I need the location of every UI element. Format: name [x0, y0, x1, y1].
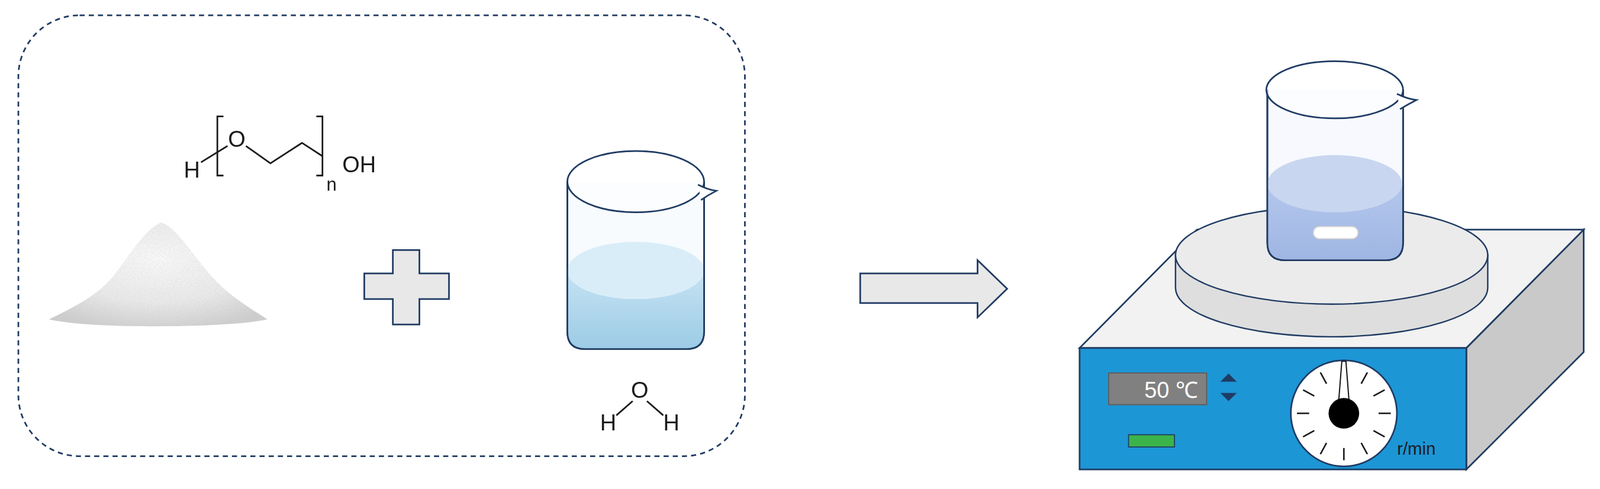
dial-needle	[1338, 361, 1350, 401]
powder-pile	[49, 222, 268, 327]
atom-label: O	[631, 379, 649, 402]
atom-label: H	[663, 411, 680, 435]
tick	[1302, 430, 1315, 437]
tick	[1296, 412, 1310, 415]
tick	[1361, 442, 1368, 455]
tick	[1361, 372, 1368, 384]
tick	[1378, 412, 1392, 415]
atom-label: O	[227, 128, 246, 151]
solution-surface	[1267, 155, 1403, 213]
down-button	[1220, 393, 1238, 402]
water-surface	[567, 242, 704, 300]
atom-label: H	[600, 411, 617, 435]
group-frame	[18, 15, 745, 457]
beaker-rim	[1266, 60, 1403, 119]
tick	[1373, 390, 1385, 397]
speed-dial	[1291, 360, 1397, 467]
bracket	[316, 116, 323, 176]
bond	[646, 400, 664, 415]
tick	[1302, 390, 1315, 397]
atom-label: n	[326, 175, 337, 195]
process-arrow	[860, 260, 1007, 318]
tick	[1320, 442, 1327, 455]
beaker-rim	[567, 150, 704, 212]
display-box: 50 ℃	[1108, 372, 1207, 405]
bond	[245, 142, 323, 163]
beaker-spout	[697, 184, 717, 201]
plus-sign	[364, 249, 449, 325]
power-indicator	[1128, 434, 1175, 447]
stir-bar	[1313, 226, 1359, 240]
water-structure	[616, 400, 663, 415]
hotplate-front	[1079, 348, 1467, 470]
water-beaker	[567, 150, 717, 349]
up-button	[1220, 373, 1238, 382]
unit-label: r/min	[1396, 440, 1436, 458]
tick	[1320, 372, 1327, 384]
stirred-beaker	[1266, 60, 1416, 260]
bond	[616, 400, 633, 415]
atom-label: H	[183, 159, 200, 182]
bond	[201, 146, 228, 163]
bracket	[217, 116, 224, 176]
display-value: 50 ℃	[1144, 373, 1199, 405]
peg-structure	[201, 116, 323, 176]
dial-hub	[1328, 397, 1360, 429]
tick	[1373, 430, 1385, 437]
atom-label: OH	[342, 153, 376, 177]
tick	[1343, 448, 1345, 461]
beaker-spout	[1396, 94, 1417, 110]
